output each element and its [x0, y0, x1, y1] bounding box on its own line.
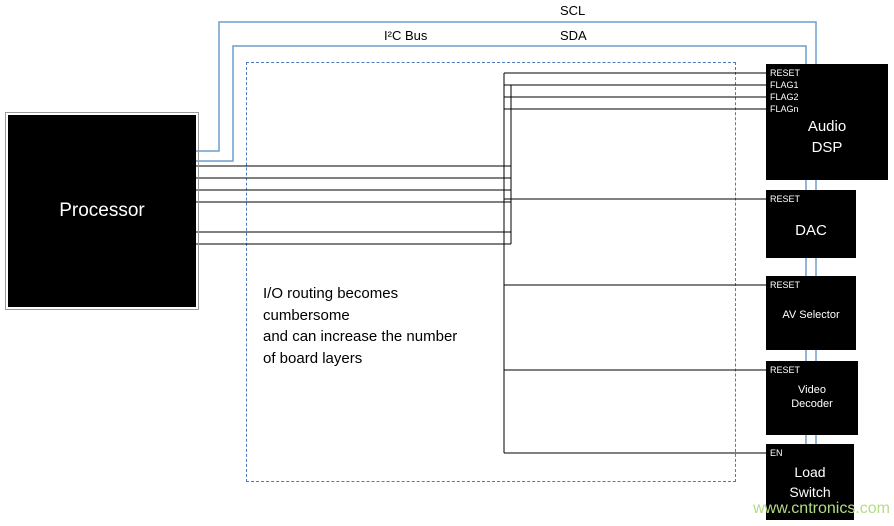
sda-label: SDA — [560, 28, 587, 43]
device-box-av-selector: RESET AV Selector — [766, 276, 856, 350]
note-line: cumbersome — [263, 306, 350, 324]
device-name: DAC — [795, 222, 827, 239]
device-box-audio-dsp: RESET FLAG1 FLAG2 FLAGn Audio DSP — [766, 64, 888, 180]
routing-note: I/O routing becomes cumbersome and can i… — [263, 283, 457, 369]
pin-label: RESET — [770, 194, 801, 204]
pin-label: EN — [770, 448, 783, 458]
processor-box: Processor — [5, 112, 199, 310]
pin-label: RESET — [770, 68, 801, 78]
device-name: Load Switch — [789, 464, 831, 500]
sda-wire — [196, 45, 807, 470]
device-name: AV Selector — [782, 309, 840, 321]
device-box-dac: RESET DAC — [766, 190, 856, 258]
pin-label: FLAGn — [770, 104, 799, 114]
pin-label: FLAG2 — [770, 92, 799, 102]
device-name: Audio DSP — [807, 118, 847, 156]
pin-list: EN — [766, 444, 854, 459]
pin-list: RESET — [766, 190, 856, 205]
device-box-load-switch: EN Load Switch — [766, 444, 854, 520]
watermark-text: www.cntronics.com — [753, 500, 890, 517]
device-name: Video Decoder — [791, 384, 833, 410]
pin-label: FLAG1 — [770, 80, 799, 90]
note-line: I/O routing becomes — [263, 285, 399, 302]
scl-label: SCL — [560, 3, 586, 18]
pin-list: RESET — [766, 276, 856, 291]
processor-label: Processor — [59, 200, 145, 221]
pin-label: RESET — [770, 280, 801, 290]
pin-list: RESET FLAG1 FLAG2 FLAGn — [766, 64, 888, 115]
dashed-region-box — [246, 62, 736, 482]
pin-label: RESET — [770, 365, 801, 375]
note-line: of board layers — [263, 349, 363, 367]
i2c-bus-label: I²C Bus — [384, 28, 428, 43]
note-line: and can increase the number — [263, 328, 458, 345]
scl-wire — [196, 21, 817, 470]
device-box-video-decoder: RESET Video Decoder — [766, 361, 858, 435]
pin-list: RESET — [766, 361, 858, 376]
